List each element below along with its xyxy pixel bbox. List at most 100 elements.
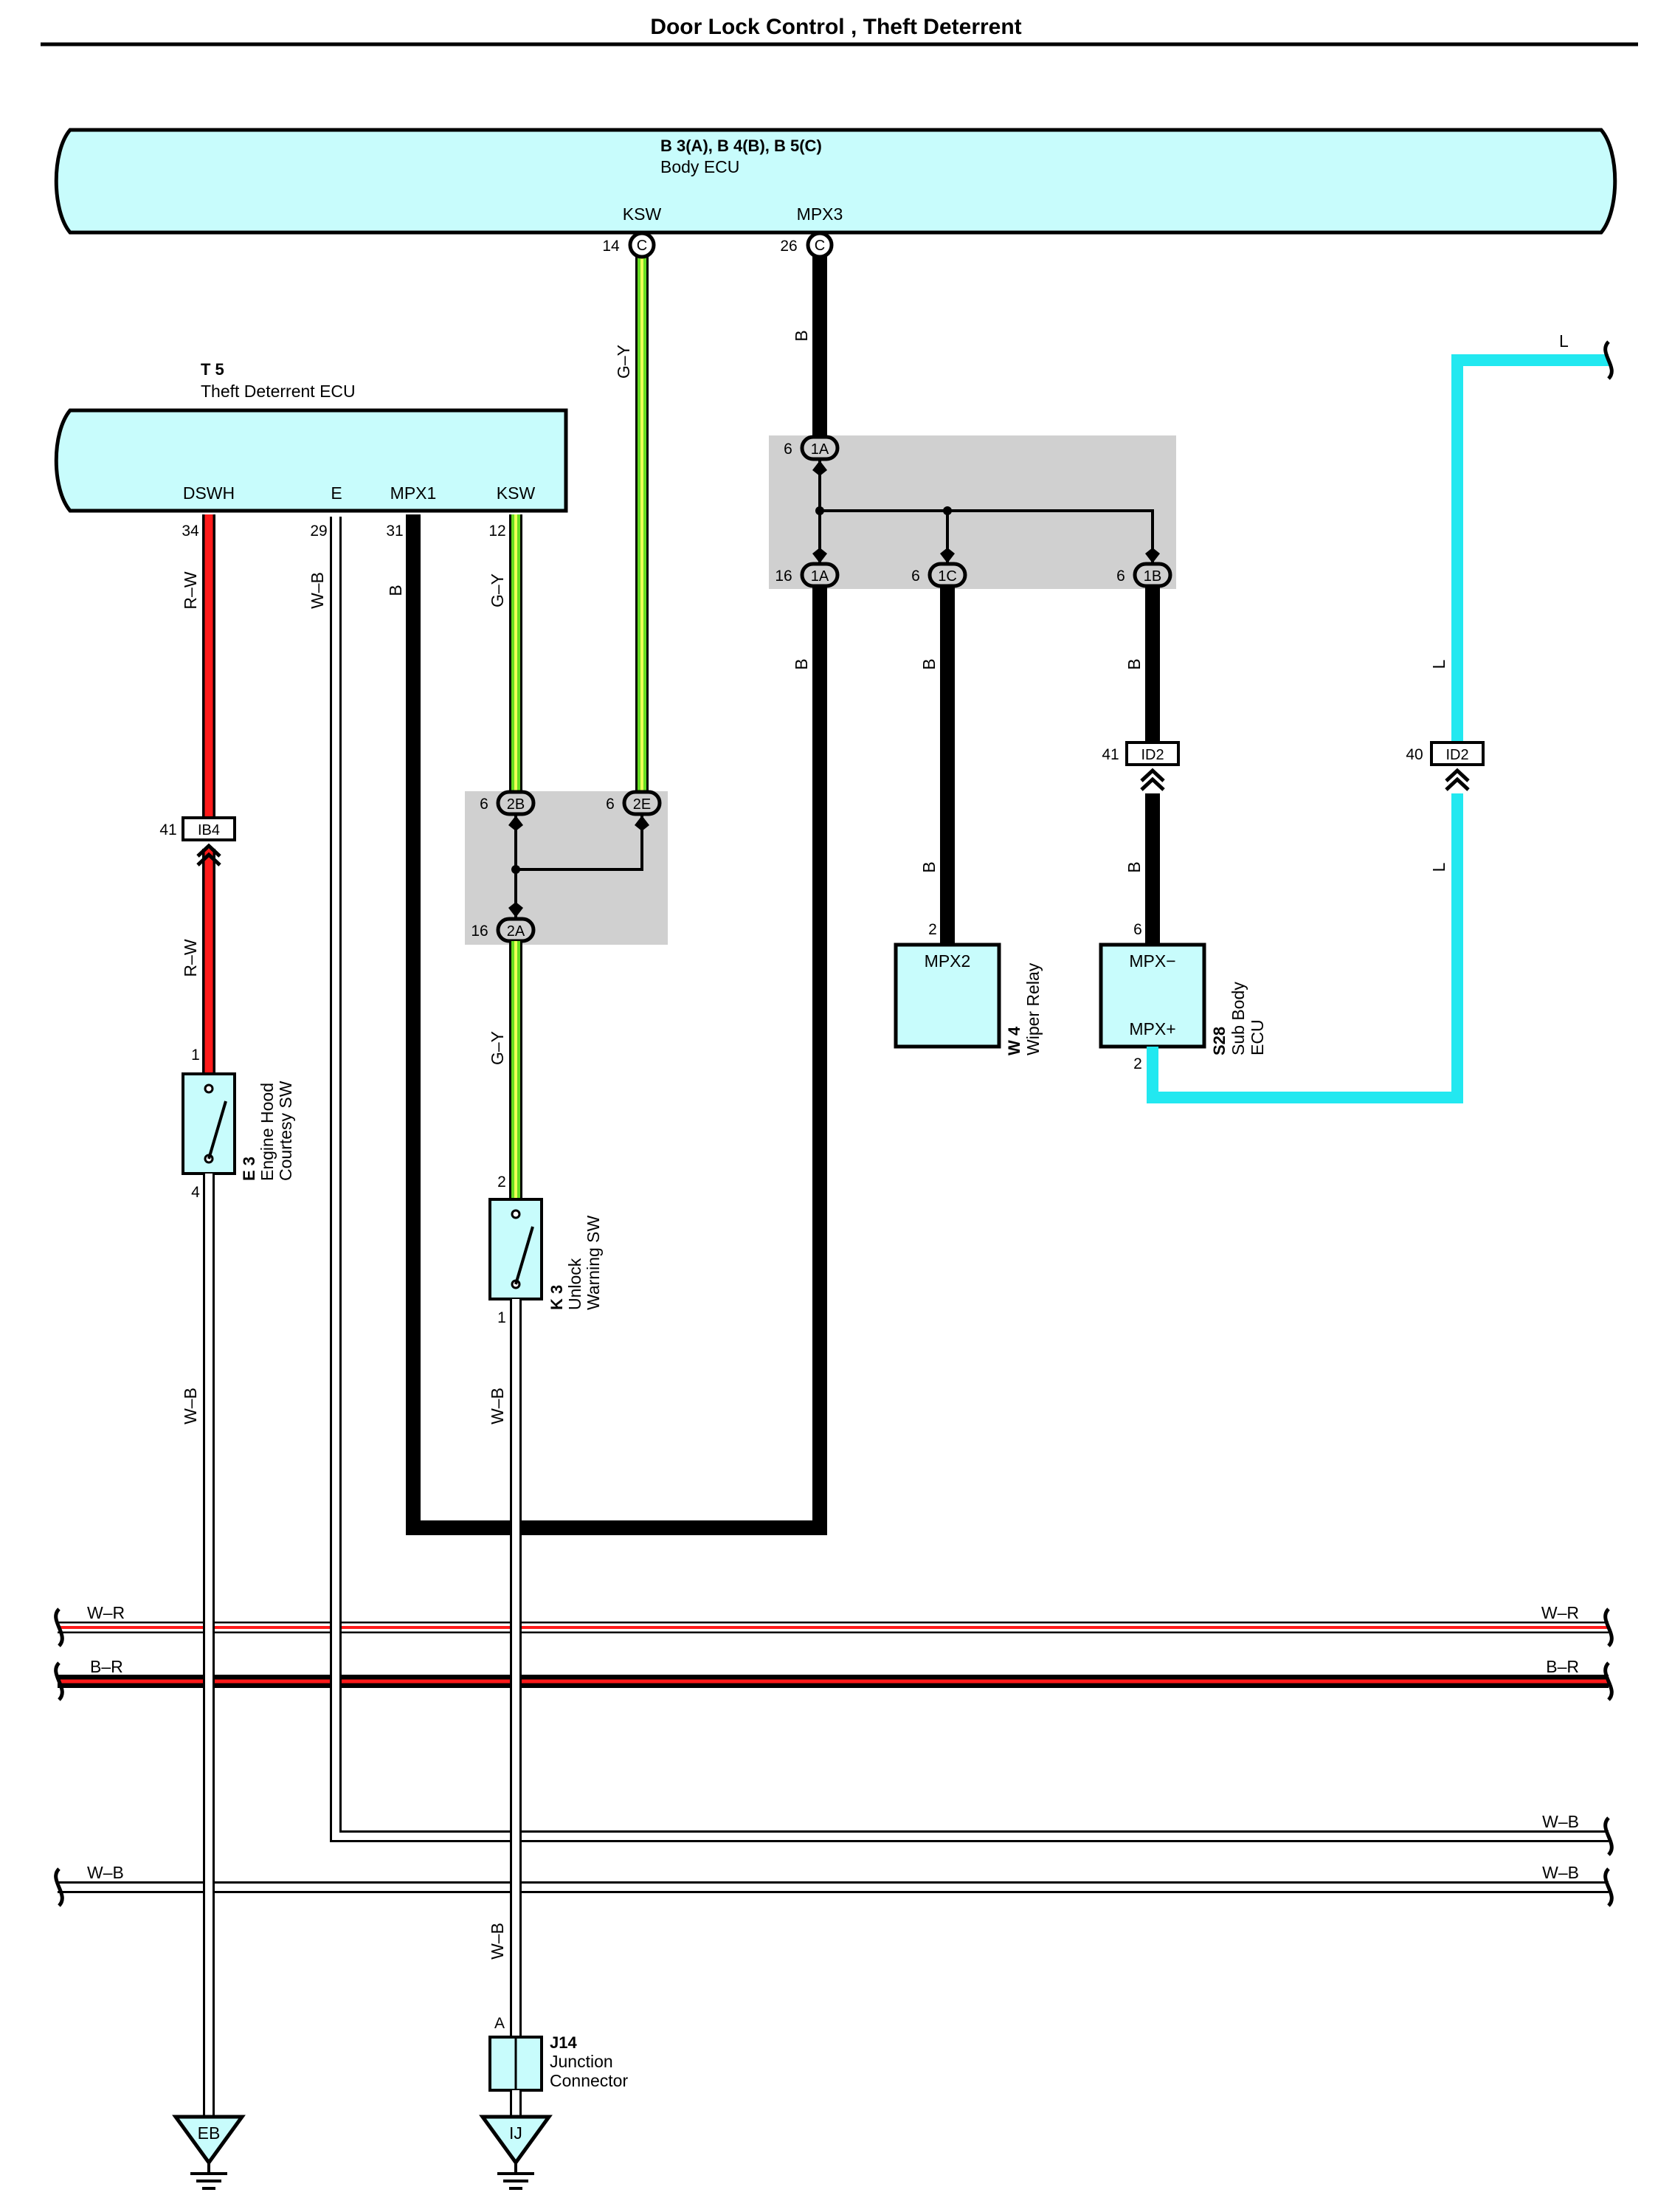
jb2-2e-id: 2E — [633, 796, 651, 813]
pin-34: 34 — [182, 523, 199, 540]
jb2-2e-pin: 6 — [606, 796, 615, 813]
bus-ends — [54, 1608, 1614, 1907]
bus-label-b-r-left: B–R — [90, 1657, 123, 1676]
theft-ecu-terminal-mpx1: MPX1 — [390, 483, 437, 503]
body-ecu-ksw-pin-num: 14 — [602, 238, 620, 255]
connector-ib4-chevron — [196, 843, 221, 866]
connector-id2-black-chevron — [1140, 768, 1165, 791]
jb2-2a-id: 2A — [507, 923, 525, 940]
ground-ij-label: IJ — [509, 2123, 522, 2143]
bus-label-w-b-left: W–B — [87, 1863, 124, 1882]
jb1-1a-bottom-id: 1A — [811, 568, 829, 585]
jb1-1c-id: 1C — [938, 568, 957, 585]
ground-eb-label: EB — [198, 2123, 221, 2143]
sub-body-ecu-line1: Sub Body — [1229, 982, 1248, 1055]
wire-label-b-1b-1: B — [1125, 658, 1144, 669]
wiper-relay-box — [894, 943, 1001, 1049]
sub-body-ecu-terminal-top: MPX− — [1129, 951, 1175, 971]
body-ecu-mpx3-connector: C — [815, 238, 825, 254]
connector-ib4-id: IB4 — [198, 822, 220, 838]
wire-label-l-top: L — [1559, 331, 1569, 351]
jb2-2b-pin: 6 — [480, 796, 488, 813]
body-ecu-name: Body ECU — [660, 157, 739, 176]
sub-body-ecu-pin-bottom: 2 — [1133, 1055, 1142, 1072]
wire-label-b-1c-1: B — [919, 658, 939, 669]
body-ecu-mpx3-pin — [806, 231, 834, 259]
wire-label-l-2: L — [1429, 862, 1448, 872]
jb2-connectors — [496, 790, 662, 943]
wire-label-g-y-3: G–Y — [488, 1031, 507, 1065]
wire-l-blue — [1147, 354, 1609, 1103]
connector-id2-blue — [1430, 741, 1485, 766]
engine-hood-sw-line1: Engine Hood — [258, 1083, 277, 1181]
connector-ib4-pin: 41 — [159, 821, 176, 838]
engine-hood-sw-line2: Courtesy SW — [276, 1081, 295, 1181]
wiper-relay-name: Wiper Relay — [1023, 962, 1043, 1055]
page-title: Door Lock Control , Theft Deterrent — [650, 15, 1021, 39]
wire-label-b-mpx1: B — [386, 585, 405, 596]
ground-eb — [172, 2115, 246, 2190]
sub-body-ecu-pin-top: 6 — [1133, 921, 1142, 938]
junction-connector-line1: Junction — [550, 2052, 613, 2071]
wire-label-b-1c-2: B — [919, 861, 939, 872]
body-ecu-ksw-connector: C — [637, 238, 647, 254]
body-ecu-box — [54, 128, 1617, 235]
pin-29: 29 — [310, 523, 327, 540]
wiper-relay-pin: 2 — [928, 921, 937, 938]
bus-label-w-r-left: W–R — [87, 1603, 125, 1622]
sub-body-ecu-box — [1099, 943, 1206, 1049]
unlock-warning-sw-line1: Unlock — [565, 1258, 584, 1310]
wire-l-end — [1603, 340, 1614, 380]
sub-body-ecu-terminal-bottom: MPX+ — [1129, 1019, 1175, 1038]
theft-ecu-box — [54, 408, 568, 513]
wire-label-b-1b-2: B — [1125, 861, 1144, 872]
bus-label-w-r-right: W–R — [1541, 1603, 1579, 1622]
theft-ecu-code: T 5 — [201, 360, 224, 379]
junction-connector-code: J14 — [550, 2033, 577, 2052]
connector-ib4 — [182, 816, 236, 841]
jb1-connectors — [800, 435, 1172, 588]
pin-31: 31 — [386, 523, 403, 540]
wire-label-w-b-1: W–B — [181, 1388, 200, 1424]
connector-id2-blue-chevron — [1445, 768, 1470, 791]
bus-label-b-r-right: B–R — [1546, 1657, 1579, 1676]
wire-label-g-y-2: G–Y — [614, 345, 633, 379]
wiper-relay-code: W 4 — [1005, 1026, 1023, 1055]
ground-ij — [479, 2115, 553, 2190]
wire-label-r-w-2: R–W — [181, 939, 200, 976]
wire-label-b-mpx3: B — [792, 330, 811, 341]
jb1-1a-top-id: 1A — [811, 441, 829, 458]
sub-body-ecu-line2: ECU — [1248, 1019, 1267, 1055]
wire-label-g-y-1: G–Y — [488, 573, 507, 607]
wire-mpx1-b — [406, 514, 827, 1535]
jb1-1a-bottom-pin: 16 — [775, 568, 792, 585]
jb1-1b-pin: 6 — [1116, 568, 1125, 585]
junction-connector-line2: Connector — [550, 2071, 628, 2090]
jb2-2a-pin: 16 — [471, 923, 488, 940]
engine-hood-sw-code: E 3 — [240, 1157, 258, 1181]
theft-ecu-terminal-dswh: DSWH — [183, 483, 235, 503]
connector-id2-black-pin: 41 — [1102, 746, 1119, 763]
connector-id2-blue-id: ID2 — [1445, 747, 1468, 763]
wire-label-w-b-e: W–B — [308, 572, 327, 609]
theft-ecu-terminal-ksw: KSW — [497, 483, 536, 503]
engine-hood-sw-pin-top: 1 — [191, 1047, 200, 1064]
theft-ecu-terminal-e: E — [331, 483, 342, 503]
wire-label-w-b-2: W–B — [488, 1388, 507, 1424]
jb1-1b-id: 1B — [1144, 568, 1161, 585]
connector-id2-black — [1125, 741, 1180, 766]
engine-hood-sw-pin-bottom: 4 — [191, 1184, 200, 1201]
unlock-warning-sw-pin-bottom: 1 — [497, 1309, 506, 1326]
wire-label-r-w-1: R–W — [181, 571, 200, 609]
theft-ecu-name: Theft Deterrent ECU — [201, 382, 356, 401]
jb2-2b-id: 2B — [507, 796, 525, 813]
jb1-1a-top-pin: 6 — [784, 441, 792, 458]
connector-id2-blue-pin: 40 — [1406, 746, 1423, 763]
bus-label-w-b-right-2: W–B — [1542, 1863, 1579, 1882]
unlock-warning-sw-line2: Warning SW — [584, 1215, 603, 1310]
body-ecu-terminal-ksw: KSW — [623, 204, 662, 224]
sub-body-ecu-code: S28 — [1210, 1027, 1229, 1055]
wire-label-w-b-3: W–B — [488, 1923, 507, 1960]
body-ecu-terminal-mpx3: MPX3 — [797, 204, 843, 224]
